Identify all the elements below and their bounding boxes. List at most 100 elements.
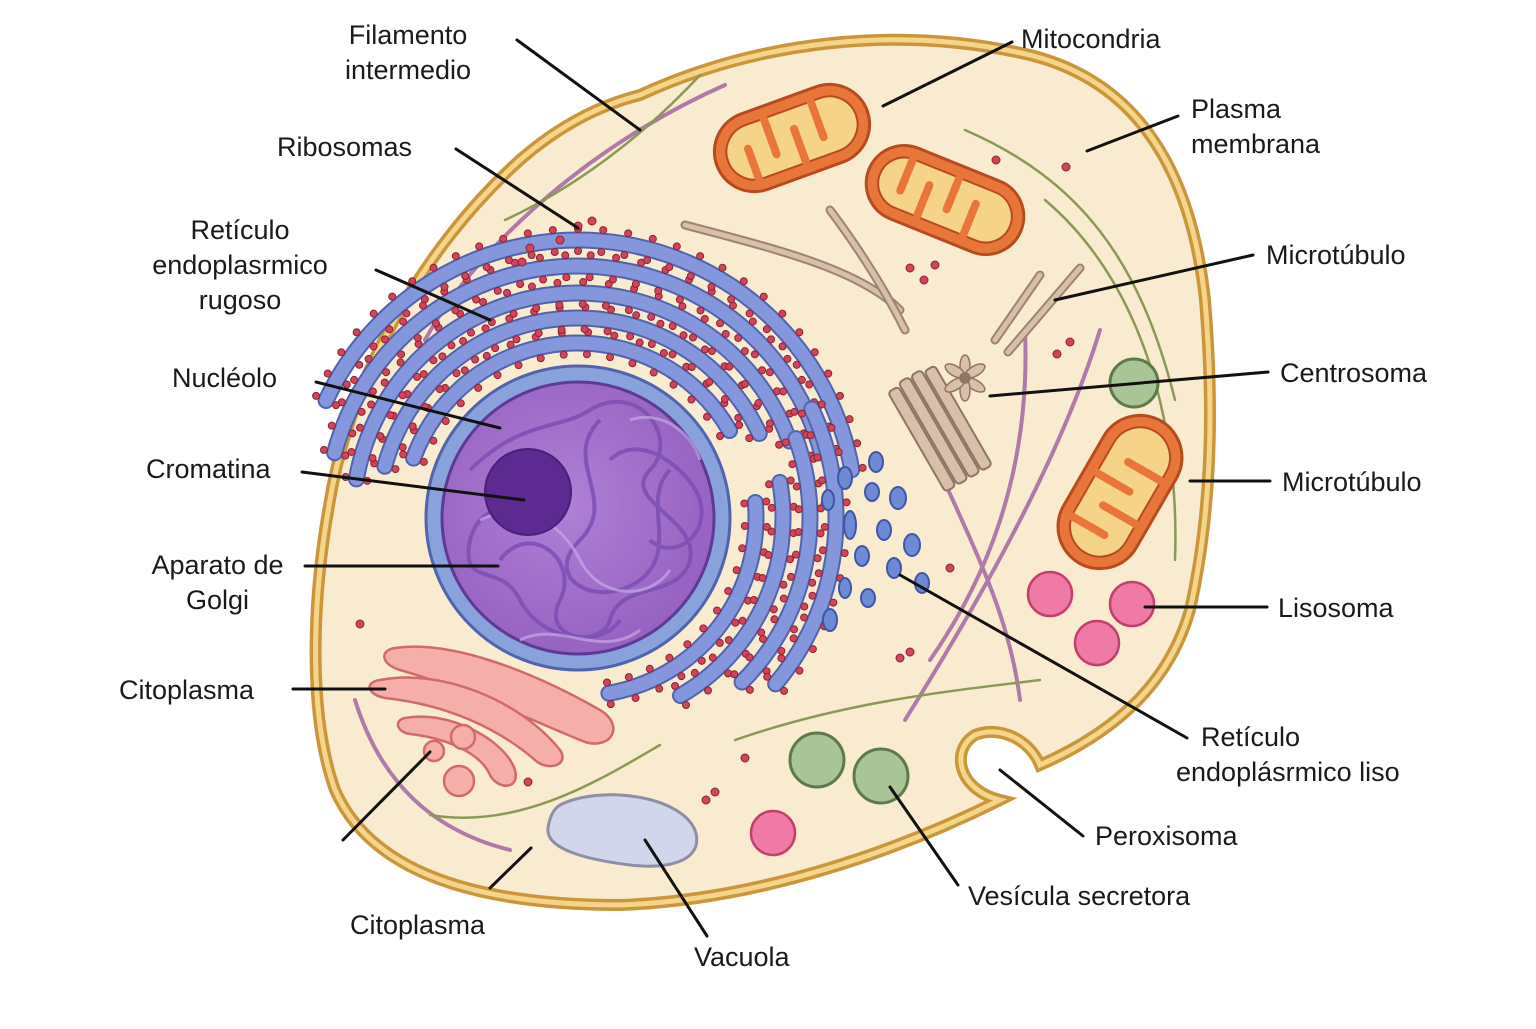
ribosome bbox=[504, 256, 513, 265]
ribosome bbox=[499, 234, 508, 243]
label-aparato-golgi: Aparato de Golgi bbox=[135, 548, 300, 618]
ribosome bbox=[759, 292, 768, 301]
ribosome bbox=[765, 480, 774, 489]
ribosome bbox=[787, 572, 796, 581]
label-vesicula-secretora: Vesícula secretora bbox=[968, 881, 1191, 911]
ribosome bbox=[770, 615, 779, 624]
ribosome bbox=[718, 263, 727, 272]
ribosome bbox=[715, 638, 724, 647]
ribosome bbox=[555, 300, 564, 309]
ribosome bbox=[626, 332, 635, 341]
ribosome bbox=[659, 349, 668, 358]
ribosome bbox=[548, 226, 557, 235]
ribosome bbox=[408, 422, 417, 431]
ribosome bbox=[716, 319, 725, 328]
ribosome bbox=[795, 666, 804, 675]
ribosome bbox=[628, 359, 637, 368]
ribosome bbox=[818, 476, 827, 485]
ribosome bbox=[758, 573, 767, 582]
ribosome bbox=[535, 253, 544, 262]
ribosome bbox=[767, 503, 776, 512]
label-peroxisoma: Peroxisoma bbox=[1095, 821, 1238, 851]
ribosome bbox=[765, 368, 774, 377]
label-citoplasma-left: Citoplasma bbox=[119, 675, 255, 705]
ribosome bbox=[790, 407, 799, 416]
ribosome bbox=[820, 522, 829, 531]
ribosome bbox=[461, 272, 470, 281]
ribosome bbox=[420, 295, 429, 304]
ribosome bbox=[697, 656, 706, 665]
golgi-apparatus bbox=[368, 645, 615, 798]
ribosome bbox=[419, 457, 428, 466]
ribosome bbox=[474, 383, 483, 392]
ribosome bbox=[797, 409, 806, 418]
ribosome bbox=[853, 439, 862, 448]
ribosome bbox=[435, 385, 444, 394]
er-cisterna-fill bbox=[328, 259, 828, 460]
ribosome bbox=[758, 366, 767, 375]
ribosome bbox=[732, 566, 741, 575]
centrosome bbox=[888, 354, 992, 492]
label-line: membrana bbox=[1191, 129, 1321, 159]
ribosome bbox=[557, 325, 566, 334]
ribosome bbox=[323, 369, 332, 378]
ribosome bbox=[720, 395, 729, 404]
ribosome bbox=[703, 686, 712, 695]
ribosome bbox=[380, 335, 389, 344]
ribosome bbox=[357, 407, 366, 416]
ribosome bbox=[478, 297, 487, 306]
ribosome bbox=[603, 327, 612, 336]
secretory-vesicles bbox=[788, 357, 1160, 805]
ribosome bbox=[724, 586, 733, 595]
ribosome bbox=[668, 322, 677, 331]
rough-er bbox=[312, 225, 867, 710]
ribosome bbox=[679, 331, 688, 340]
ribosome bbox=[687, 395, 696, 404]
label-vacuola: Vacuola bbox=[694, 942, 790, 972]
ribosome bbox=[327, 421, 336, 430]
ribosome bbox=[655, 684, 664, 693]
ribosome bbox=[429, 263, 438, 272]
ribosome bbox=[786, 476, 795, 485]
ribosome bbox=[312, 391, 321, 400]
ribosome bbox=[456, 399, 465, 408]
label-microtubulo-mid: Microtúbulo bbox=[1282, 467, 1422, 497]
ribosome bbox=[380, 378, 389, 387]
ribosome bbox=[388, 292, 397, 301]
ribosome bbox=[696, 306, 705, 315]
lysosomes bbox=[749, 570, 1156, 857]
ribosome bbox=[791, 550, 800, 559]
ribosome bbox=[778, 342, 787, 351]
ribosome bbox=[668, 350, 677, 359]
ribosome bbox=[631, 694, 640, 703]
label-ribosomas: Ribosomas bbox=[277, 132, 413, 162]
ribosome bbox=[656, 319, 665, 328]
ribosome bbox=[765, 419, 774, 428]
ribosome bbox=[813, 453, 822, 462]
ribosome bbox=[605, 353, 614, 362]
label-line: Retículo bbox=[1201, 722, 1301, 752]
ribosome bbox=[775, 440, 784, 449]
ribosome bbox=[699, 624, 708, 633]
ribosome bbox=[725, 362, 734, 371]
ribosome bbox=[800, 602, 809, 611]
ribosome bbox=[441, 417, 450, 426]
ribosome bbox=[654, 286, 663, 295]
ribosome bbox=[858, 463, 867, 472]
ribosome bbox=[754, 399, 763, 408]
label-centrosoma: Centrosoma bbox=[1280, 358, 1428, 388]
ribosome bbox=[781, 438, 790, 447]
ribosome bbox=[368, 454, 377, 463]
ribosome bbox=[539, 275, 548, 284]
ribosome bbox=[332, 401, 341, 410]
label-line: Retículo bbox=[190, 215, 290, 245]
ribosome bbox=[610, 331, 619, 340]
ribosome bbox=[688, 333, 697, 342]
vacuole bbox=[546, 793, 699, 868]
ribosome bbox=[536, 354, 545, 363]
ribosome bbox=[624, 229, 633, 238]
ribosome bbox=[493, 286, 502, 295]
ribosome bbox=[703, 412, 712, 421]
ribosome bbox=[762, 497, 771, 506]
